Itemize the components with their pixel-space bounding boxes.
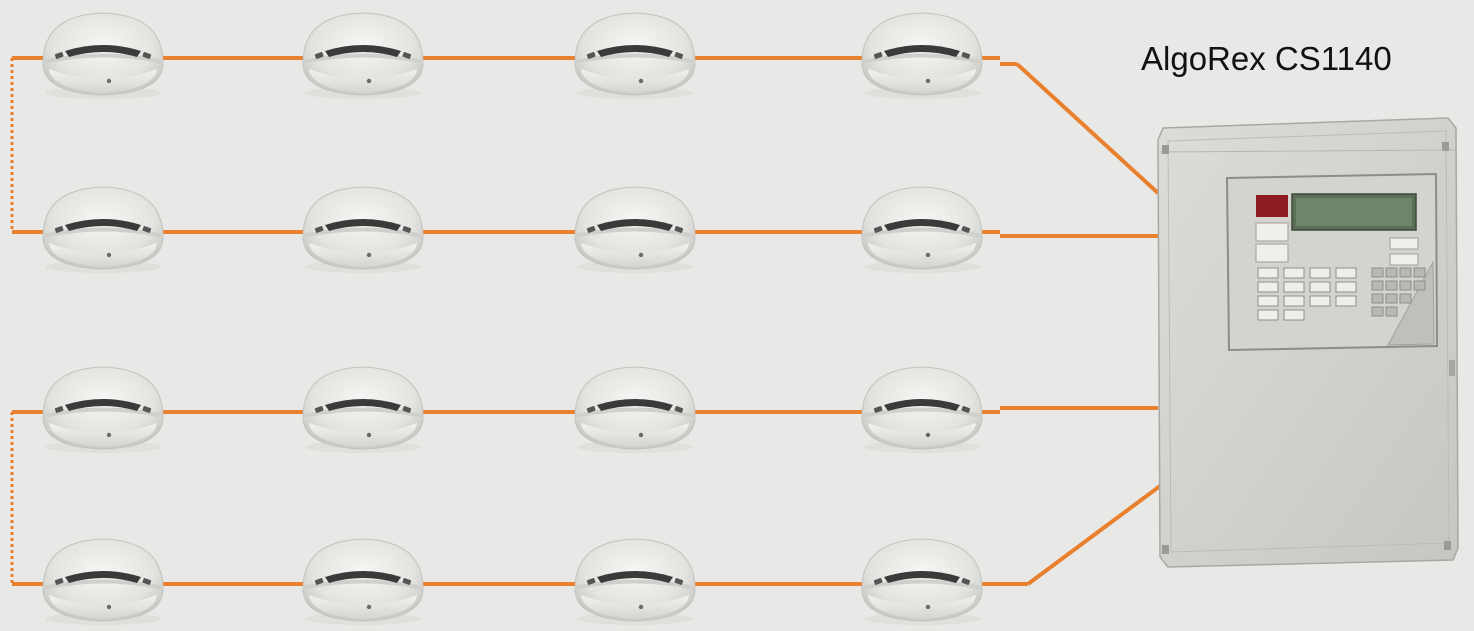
loop-wiring: [12, 58, 1160, 584]
panel-feed-wire: [1017, 64, 1158, 193]
panel-screw: [1162, 145, 1169, 154]
smoke-detector: [43, 13, 163, 99]
smoke-detector: [303, 187, 423, 273]
detector-array: [43, 13, 982, 625]
smoke-detector: [862, 367, 982, 453]
alarm-indicator: [1256, 195, 1288, 217]
smoke-detector: [575, 539, 695, 625]
smoke-detector: [575, 13, 695, 99]
smoke-detector: [43, 367, 163, 453]
smoke-detector: [43, 539, 163, 625]
smoke-detector: [575, 367, 695, 453]
smoke-detector: [862, 187, 982, 273]
smoke-detector: [303, 13, 423, 99]
smoke-detector: [575, 187, 695, 273]
smoke-detector: [862, 539, 982, 625]
panel-feed-wire: [1028, 486, 1160, 584]
control-panel: [1158, 118, 1458, 567]
smoke-detector: [303, 367, 423, 453]
smoke-detector: [862, 13, 982, 99]
panel-title: AlgoRex CS1140: [1141, 40, 1392, 78]
smoke-detector: [43, 187, 163, 273]
smoke-detector: [303, 539, 423, 625]
